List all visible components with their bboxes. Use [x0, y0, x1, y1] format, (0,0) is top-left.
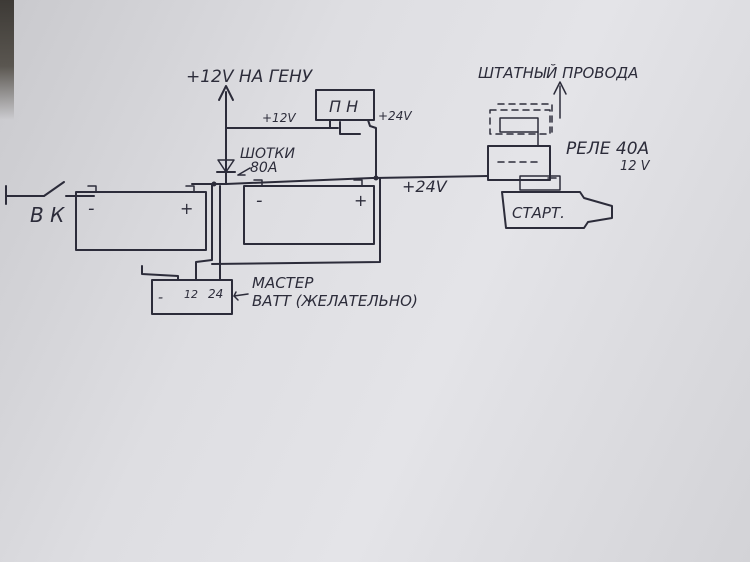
diode-label-1: ШОТКИ	[240, 146, 295, 162]
pn-converter	[315, 89, 377, 179]
battery-right-minus: -	[256, 190, 263, 211]
table-edge	[0, 0, 14, 120]
starter-label: СТАРТ.	[512, 204, 565, 222]
master-label-1: МАСТЕР	[252, 274, 314, 292]
master-switch	[151, 279, 249, 315]
relay-label-2: 12 V	[620, 159, 651, 174]
battery-right	[243, 179, 375, 245]
master-label-2: ВАТТ (ЖЕЛАТЕЛЬНО)	[252, 292, 418, 310]
main-wiring	[5, 175, 489, 281]
diode-label-2: 80А	[250, 160, 277, 176]
label-generator: +12V НА ГЕНУ	[186, 67, 314, 87]
junction-dot	[211, 181, 217, 187]
master-switch-minus: -	[158, 290, 163, 306]
stock-wire-label: ШТАТНЫЙ ПРОВОДА	[478, 63, 638, 82]
generator-feed-wire	[218, 85, 339, 183]
bus-24v-label: +24V	[402, 177, 448, 196]
junction-dot	[373, 175, 379, 181]
schottky-diode	[216, 159, 251, 185]
battery-left-plus: +	[180, 199, 193, 218]
battery-right-plus: +	[354, 191, 367, 210]
battery-left-minus: -	[88, 198, 95, 219]
pn-output-label: +24V	[378, 109, 412, 123]
master-switch-24: 24	[208, 287, 223, 301]
master-switch-12: 12	[184, 288, 198, 301]
pn-input-label: +12V	[262, 111, 296, 125]
pn-label: П Н	[329, 97, 358, 116]
battery-left	[75, 185, 207, 251]
relay-assembly	[487, 81, 567, 191]
ground-switch-label: В К	[30, 203, 65, 227]
starter	[501, 191, 613, 229]
relay-label-1: РЕЛЕ 40А	[566, 139, 649, 159]
